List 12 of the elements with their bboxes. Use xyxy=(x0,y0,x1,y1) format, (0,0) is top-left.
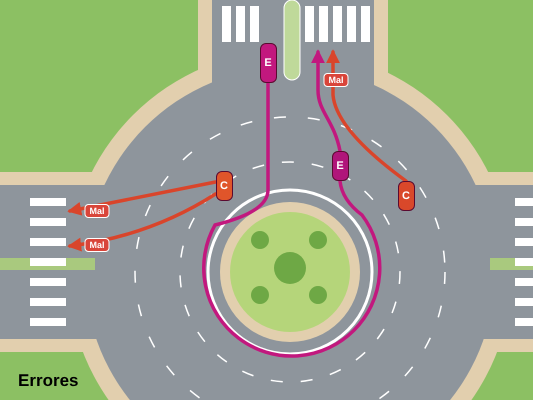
arrow xyxy=(326,49,408,183)
car: E xyxy=(332,151,348,181)
edge-label: Mal xyxy=(84,204,110,218)
car: C xyxy=(398,181,414,211)
path-line xyxy=(202,81,382,358)
arrow xyxy=(311,49,342,153)
title: Errores xyxy=(18,370,78,392)
arrow xyxy=(67,180,218,216)
car: E xyxy=(260,43,276,83)
car: C xyxy=(216,171,232,201)
edge-label: Mal xyxy=(324,73,348,87)
edge-label: Mal xyxy=(84,238,110,252)
